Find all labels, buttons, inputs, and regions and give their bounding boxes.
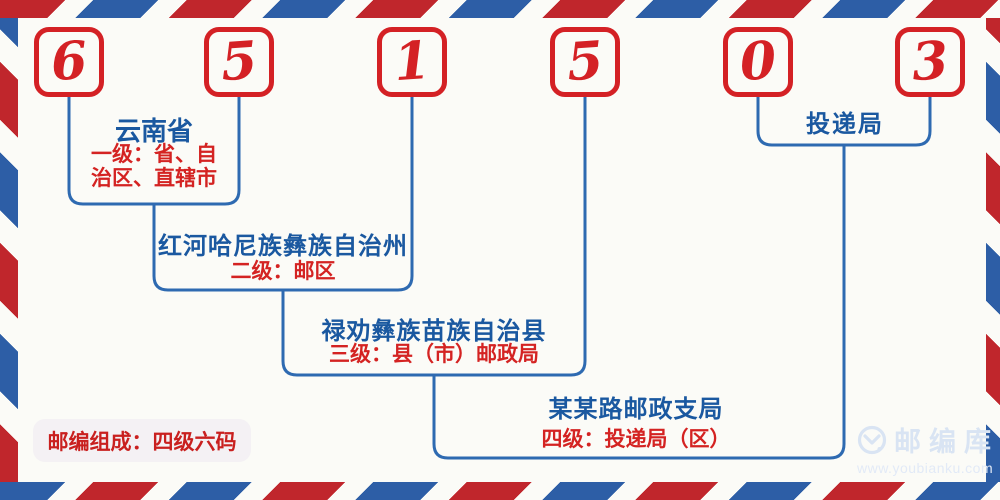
- digit-3: 1: [391, 29, 433, 94]
- level-3-name: 禄劝彝族苗族自治县: [321, 318, 547, 345]
- airmail-border-left: [0, 18, 18, 482]
- digit-box-6: 3: [895, 27, 965, 97]
- digit-2: 5: [218, 29, 260, 94]
- digit-box-1: 6: [34, 27, 104, 97]
- watermark-url: www.youbianku.com: [857, 460, 994, 476]
- digit-1: 6: [48, 29, 90, 94]
- envelope-in-circle-icon: [857, 425, 887, 454]
- level-1-desc-line-2: 治区、直辖市: [91, 167, 217, 190]
- level-1-desc: 一级：省、自 治区、直辖市: [91, 143, 217, 191]
- airmail-border-right: [986, 18, 1000, 482]
- digit-box-5: 0: [723, 27, 793, 97]
- delivery-office-label: 投递局: [806, 111, 884, 138]
- level-4-desc: 四级：投递局（区）: [541, 428, 731, 451]
- digit-box-2: 5: [204, 27, 274, 97]
- level-2-desc: 二级：邮区: [230, 260, 336, 283]
- airmail-border-top: [0, 0, 1000, 18]
- digit-4: 5: [564, 29, 606, 94]
- badge-text: 邮编组成：四级六码: [47, 430, 237, 454]
- digit-box-3: 1: [377, 27, 447, 97]
- airmail-border-bottom: [0, 482, 1000, 500]
- watermark: 邮编库 www.youbianku.com: [857, 420, 999, 476]
- postal-code-composition-badge: 邮编组成：四级六码: [33, 419, 251, 462]
- level-1-name: 云南省: [114, 116, 194, 146]
- level-2-name: 红河哈尼族彝族自治州: [158, 233, 408, 260]
- level-1-desc-line-1: 一级：省、自: [91, 143, 217, 166]
- digit-6: 3: [909, 29, 951, 94]
- digit-5: 0: [737, 29, 779, 94]
- level-4-name: 某某路邮政支局: [548, 396, 724, 423]
- bracket-level-4: [432, 145, 846, 460]
- bracket-delivery: [756, 97, 932, 147]
- watermark-brand: 邮编库: [894, 427, 999, 457]
- level-3-desc: 三级：县（市）邮政局: [329, 343, 539, 366]
- digit-box-4: 5: [550, 27, 620, 97]
